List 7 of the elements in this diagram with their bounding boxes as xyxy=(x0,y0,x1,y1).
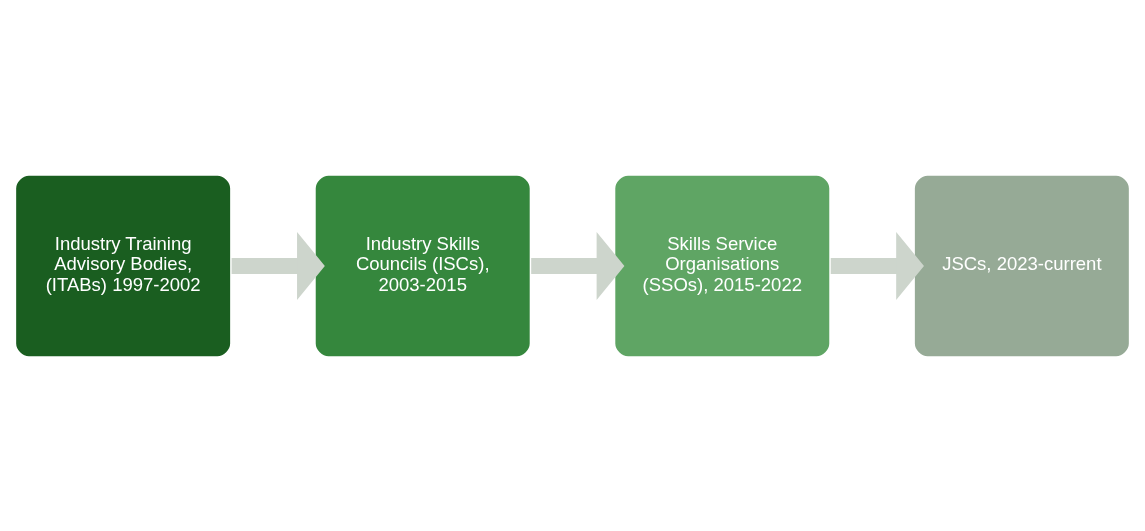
arrow xyxy=(531,231,625,300)
node-box: Industry Skills Councils (ISCs), 2003-2015 xyxy=(313,172,532,359)
arrow xyxy=(231,231,325,300)
arrow xyxy=(830,231,924,300)
node-box: JSCs, 2023-current xyxy=(912,172,1132,359)
node-box: Skills Service Organisations (SSOs), 2015-2022 xyxy=(613,172,832,359)
node-box: Industry Training Advisory Bodies, (ITABs) 1997-2002 xyxy=(13,172,233,359)
